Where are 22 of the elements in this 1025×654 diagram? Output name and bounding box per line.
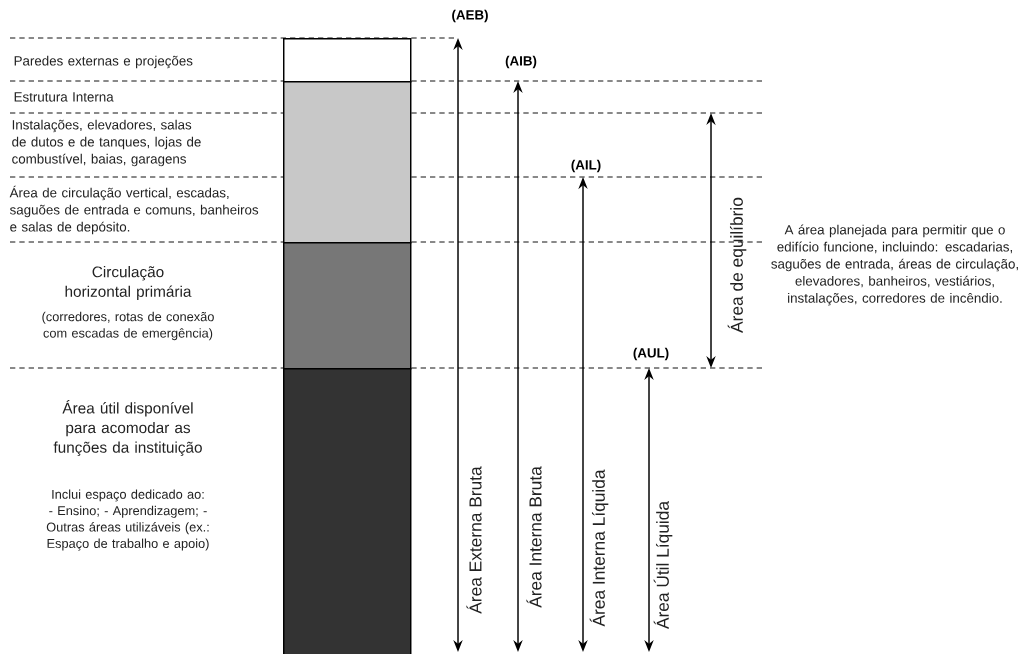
text-label: (corredores, rotas de conexão com escadas de emergência) <box>42 311 214 341</box>
bar-segment <box>283 81 412 244</box>
axis-label: Área Interna Bruta <box>526 466 542 608</box>
text-label: Área de circulação vertical, escadas, saguões de entrada e comuns, banheiros e salas de depósito. <box>9 185 259 235</box>
abbreviation-label: (AIB) <box>505 55 537 69</box>
bar-segment <box>283 368 412 654</box>
abbreviation-label: (AUL) <box>633 347 669 361</box>
abbreviation-label: (AEB) <box>452 9 488 23</box>
text-label: Estrutura Interna <box>14 92 114 102</box>
axis-label: Área Útil Líquida <box>653 500 673 630</box>
text-label: Instalações, elevadores, salas de dutos e de tanques, lojas de combustível, baias, garagens <box>12 119 201 167</box>
axis-label: Área de equilíbrio <box>727 197 747 333</box>
text-label: Área útil disponível para acomodar as funções da instituição <box>53 400 202 456</box>
axis-label: Área Interna Líquida <box>589 469 609 627</box>
bar-segment <box>283 38 412 83</box>
text-label: Paredes externas e projeções <box>14 55 193 69</box>
description-text: A área planejada para permitir que o edifício funcione, incluindo: escadarias, saguões de entrada, áreas de circulação, elevadores, banheiros, vestiários, instalações, corredores de incêndio. <box>771 224 1018 306</box>
abbreviation-label: (AIL) <box>571 159 601 173</box>
text-label: Inclui espaço dedicado ao: - Ensino; - Aprendizagem; - Outras áreas utilizáveis (ex.: Espaço de trabalho e apoio) <box>46 489 209 551</box>
text-label: Circulação horizontal primária <box>65 266 192 300</box>
bar-segment <box>283 242 412 370</box>
axis-label: Área Externa Bruta <box>466 466 482 614</box>
